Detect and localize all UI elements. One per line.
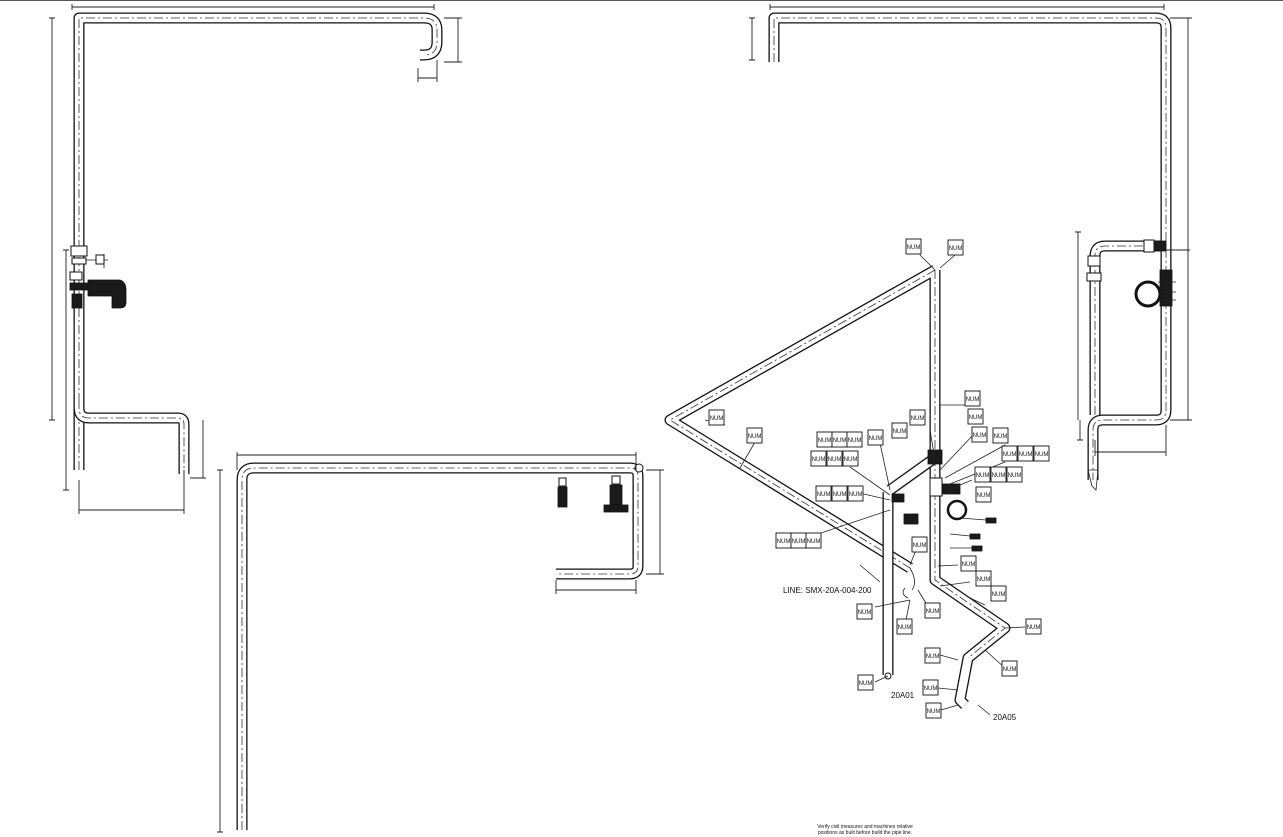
svg-text:NUM: NUM — [1035, 452, 1049, 458]
svg-text:NUM: NUM — [1019, 452, 1033, 458]
num-tag: NUM — [867, 429, 884, 446]
svg-text:NUM: NUM — [748, 434, 762, 440]
num-tag: NUM — [975, 570, 992, 587]
svg-text:NUM: NUM — [818, 438, 832, 444]
svg-text:NUM: NUM — [849, 492, 863, 498]
svg-text:NUM: NUM — [913, 543, 927, 549]
num-tag: NUM — [857, 674, 874, 691]
endpoint-label-b: 20A05 — [993, 713, 1017, 722]
num-tag: NUM — [925, 702, 942, 719]
svg-text:NUM: NUM — [977, 577, 991, 583]
num-tag: NUM — [967, 408, 984, 425]
svg-text:NUM: NUM — [777, 539, 791, 545]
svg-text:NUM: NUM — [994, 434, 1008, 440]
view-elevation-left — [49, 4, 462, 514]
num-tag: NUM — [1001, 445, 1018, 462]
num-tag: NUM — [990, 466, 1007, 483]
num-tag: NUM — [856, 603, 873, 620]
svg-text:NUM: NUM — [833, 438, 847, 444]
instrument-tags: NUM NUM NUM NUM NUM NUM NUM NUM NUM NUM … — [708, 238, 1050, 719]
svg-text:NUM: NUM — [1003, 452, 1017, 458]
num-tag: NUM — [990, 585, 1007, 602]
svg-text:NUM: NUM — [926, 654, 940, 660]
num-tag: NUM — [924, 647, 941, 664]
num-tag: NUM — [1025, 618, 1042, 635]
note-line-2: positions as built before build the pipe… — [818, 830, 912, 836]
num-tag: NUM — [847, 485, 864, 502]
num-tag: NUM — [1006, 466, 1023, 483]
num-tag: NUM — [805, 532, 822, 549]
svg-text:NUM: NUM — [969, 415, 983, 421]
num-tag: NUM — [842, 450, 859, 467]
svg-text:NUM: NUM — [792, 539, 806, 545]
line-label: LINE: SMX-20A-004-200 — [783, 586, 872, 595]
svg-text:NUM: NUM — [848, 438, 862, 444]
num-tag: NUM — [708, 409, 725, 426]
svg-text:NUM: NUM — [844, 457, 858, 463]
svg-text:NUM: NUM — [924, 686, 938, 692]
num-tag: NUM — [1033, 445, 1050, 462]
num-tag: NUM — [815, 485, 832, 502]
num-tag: NUM — [922, 679, 939, 696]
num-tag: NUM — [964, 390, 981, 407]
num-tag: NUM — [846, 431, 863, 448]
num-tag: NUM — [992, 427, 1009, 444]
svg-text:NUM: NUM — [992, 592, 1006, 598]
num-tag: NUM — [909, 409, 926, 426]
svg-text:NUM: NUM — [812, 457, 826, 463]
view-isometric — [664, 254, 1026, 716]
svg-text:NUM: NUM — [911, 416, 925, 422]
svg-text:NUM: NUM — [833, 492, 847, 498]
svg-text:NUM: NUM — [1003, 667, 1017, 673]
svg-text:NUM: NUM — [869, 436, 883, 442]
num-tag: NUM — [831, 485, 848, 502]
svg-text:NUM: NUM — [858, 610, 872, 616]
num-tag: NUM — [896, 618, 913, 635]
num-tag: NUM — [891, 422, 908, 439]
num-tag: NUM — [974, 466, 991, 483]
svg-text:NUM: NUM — [907, 245, 921, 251]
num-tag: NUM — [1017, 445, 1034, 462]
svg-text:NUM: NUM — [710, 416, 724, 422]
note-line-1: Verify civil measures and machines relat… — [817, 824, 913, 830]
svg-text:NUM: NUM — [817, 492, 831, 498]
svg-text:NUM: NUM — [898, 625, 912, 631]
num-tag: NUM — [975, 486, 992, 503]
num-tag: NUM — [947, 239, 964, 256]
svg-text:NUM: NUM — [966, 397, 980, 403]
view-elevation-middle — [217, 452, 664, 833]
svg-text:NUM: NUM — [859, 681, 873, 687]
svg-text:NUM: NUM — [973, 433, 987, 439]
svg-text:NUM: NUM — [927, 709, 941, 715]
num-tag: NUM — [810, 450, 827, 467]
svg-text:NUM: NUM — [977, 493, 991, 499]
num-tag: NUM — [1001, 660, 1018, 677]
num-tag: NUM — [775, 532, 792, 549]
num-tag: NUM — [971, 426, 988, 443]
svg-text:NUM: NUM — [807, 539, 821, 545]
num-tag: NUM — [960, 555, 977, 572]
num-tag: NUM — [924, 602, 941, 619]
num-tag: NUM — [831, 431, 848, 448]
num-tag: NUM — [790, 532, 807, 549]
num-tag: NUM — [746, 427, 763, 444]
svg-text:NUM: NUM — [893, 429, 907, 435]
svg-text:NUM: NUM — [962, 562, 976, 568]
svg-text:NUM: NUM — [992, 473, 1006, 479]
endpoint-label-a: 20A01 — [891, 691, 915, 700]
view-elevation-right — [749, 4, 1192, 491]
num-tag: NUM — [905, 238, 922, 255]
svg-text:NUM: NUM — [1027, 625, 1041, 631]
num-tag: NUM — [816, 431, 833, 448]
svg-text:NUM: NUM — [1008, 473, 1022, 479]
svg-text:NUM: NUM — [828, 457, 842, 463]
svg-text:NUM: NUM — [976, 473, 990, 479]
svg-text:NUM: NUM — [926, 609, 940, 615]
svg-text:NUM: NUM — [949, 246, 963, 252]
num-tag: NUM — [826, 450, 843, 467]
num-tag: NUM — [911, 536, 928, 553]
